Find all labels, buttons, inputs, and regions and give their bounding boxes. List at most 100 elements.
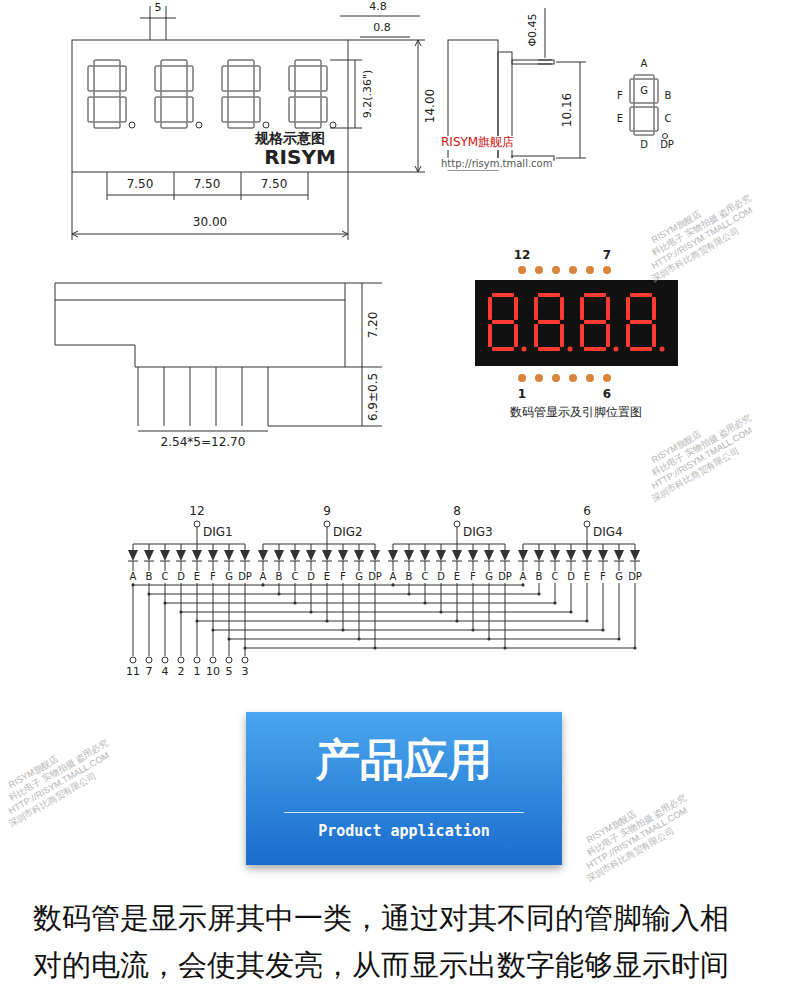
decimal-point bbox=[568, 347, 573, 352]
pin-terminal bbox=[194, 657, 200, 663]
wire bbox=[425, 544, 426, 550]
pin-dot bbox=[518, 374, 526, 382]
dimension-label: 7.50 bbox=[261, 178, 288, 192]
segment-bus bbox=[197, 621, 587, 622]
common-wire bbox=[197, 527, 198, 544]
wire bbox=[181, 544, 182, 550]
digit-segment bbox=[228, 60, 254, 66]
wire bbox=[279, 544, 280, 550]
digit-segment bbox=[228, 122, 254, 128]
dimension-label: 规格示意图 bbox=[254, 130, 326, 146]
extension-line bbox=[556, 158, 586, 159]
digit-segment bbox=[534, 297, 538, 320]
digit-segment bbox=[580, 297, 584, 320]
arrow-head bbox=[415, 40, 421, 46]
pin-label: C bbox=[421, 571, 430, 583]
led-diode bbox=[388, 550, 398, 561]
led-diode bbox=[338, 550, 348, 561]
pin-terminal bbox=[162, 657, 168, 663]
digit-segment bbox=[634, 75, 654, 79]
common-wire bbox=[587, 527, 588, 544]
extension-line bbox=[268, 426, 382, 427]
segment-letter: F bbox=[617, 90, 623, 102]
wire bbox=[295, 544, 296, 550]
wire bbox=[505, 544, 506, 550]
decimal-point bbox=[614, 347, 619, 352]
common-bus bbox=[393, 544, 505, 545]
segment-bus bbox=[133, 585, 523, 586]
extension-line bbox=[308, 172, 309, 200]
led-diode bbox=[144, 550, 154, 561]
pin-dot bbox=[569, 266, 577, 274]
digit-segment bbox=[254, 97, 260, 122]
pin-label: C bbox=[291, 571, 300, 583]
pin-terminal bbox=[226, 657, 232, 663]
dimension-label: http://risym.tmall.com bbox=[440, 158, 553, 170]
pin-dot bbox=[603, 374, 611, 382]
digit-segment bbox=[492, 347, 514, 351]
wire bbox=[441, 561, 442, 612]
wire bbox=[311, 544, 312, 550]
digit-segment bbox=[94, 60, 120, 66]
wire bbox=[555, 544, 556, 550]
pin-dot bbox=[586, 374, 594, 382]
pin bbox=[164, 367, 165, 426]
common-bus bbox=[133, 544, 245, 545]
dimension-line bbox=[107, 195, 308, 196]
dimension-label: 0.8 bbox=[373, 22, 391, 35]
digit-segment bbox=[584, 347, 606, 351]
digit-segment bbox=[88, 66, 94, 91]
digit-segment bbox=[630, 320, 652, 324]
dimension-label: 10.16 bbox=[561, 93, 575, 127]
pin-label: G bbox=[354, 571, 364, 583]
pin-label: B bbox=[405, 571, 414, 583]
dimension-label: 7.50 bbox=[127, 178, 154, 192]
pin-label: B bbox=[145, 571, 154, 583]
digit-segment bbox=[88, 97, 94, 122]
wire bbox=[539, 544, 540, 550]
led-diode bbox=[566, 550, 576, 561]
pin-label: 12 bbox=[189, 505, 204, 519]
pin bbox=[268, 367, 269, 426]
banner-rule bbox=[284, 812, 524, 813]
dimension-label: RISYM旗舰店 bbox=[440, 136, 515, 150]
body-outline bbox=[448, 40, 498, 170]
body-outline bbox=[55, 283, 345, 367]
decimal-point bbox=[522, 347, 527, 352]
extension-line bbox=[348, 172, 425, 173]
pin-terminal bbox=[210, 657, 216, 663]
wire bbox=[587, 544, 588, 550]
pin-dot bbox=[552, 266, 560, 274]
pin-label: A bbox=[389, 571, 398, 583]
pin-label: 8 bbox=[453, 505, 461, 519]
pin-label: DIG2 bbox=[333, 526, 363, 540]
wire bbox=[473, 544, 474, 550]
digit-segment bbox=[488, 297, 492, 320]
digit-segment bbox=[538, 347, 560, 351]
dimension-line bbox=[138, 431, 268, 432]
dimension-label: 7.50 bbox=[194, 178, 221, 192]
generated-drawing bbox=[88, 60, 668, 663]
pin-label: E bbox=[323, 571, 331, 583]
dimension-label: 2.54*5=12.70 bbox=[161, 436, 246, 450]
pin-label: G bbox=[614, 571, 624, 583]
wire bbox=[359, 544, 360, 550]
digit-segment bbox=[514, 324, 518, 347]
description-text: 数码管是显示屏其中一类，通过对其不同的管脚输入相 对的电流，会使其发亮，从而显示… bbox=[33, 895, 745, 988]
wire bbox=[393, 544, 394, 550]
segment-letter: B bbox=[665, 90, 672, 102]
led-diode bbox=[306, 550, 316, 561]
pin bbox=[190, 367, 191, 426]
extension-line bbox=[556, 62, 586, 63]
wire bbox=[375, 544, 376, 550]
wire bbox=[311, 561, 312, 612]
dimension-line bbox=[362, 283, 363, 426]
dimension-label: 1 bbox=[518, 388, 526, 402]
digit-segment bbox=[492, 320, 514, 324]
pin-dot bbox=[569, 374, 577, 382]
dimension-label: 12 bbox=[514, 249, 531, 263]
pin bbox=[242, 367, 243, 426]
pin-label: D bbox=[176, 571, 186, 583]
digit-segment bbox=[584, 293, 606, 297]
